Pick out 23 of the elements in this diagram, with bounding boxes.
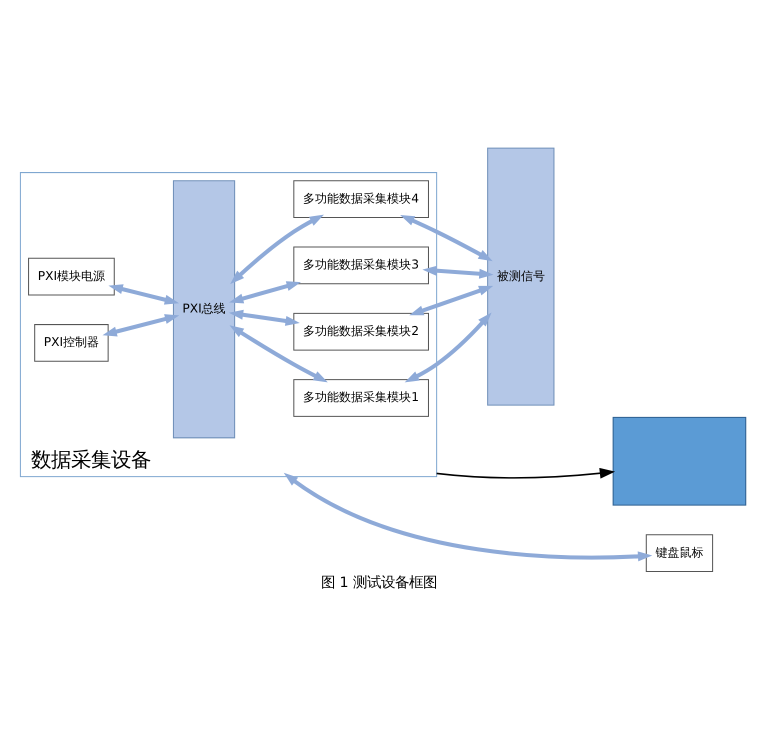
node-box: 被测信号 <box>487 147 554 406</box>
arrow <box>229 280 301 303</box>
caption: 图 1 测试设备框图 <box>320 574 438 590</box>
arrow <box>404 312 492 382</box>
node-box: 多功能数据采集模块1 <box>293 378 429 416</box>
node-box: 多功能数据采集模块3 <box>293 246 429 284</box>
node-box: PXI控制器 <box>34 324 109 362</box>
arrow <box>228 309 300 326</box>
arrow <box>284 472 652 561</box>
arrow <box>230 214 324 284</box>
arrow <box>409 285 494 315</box>
arrow <box>108 284 180 304</box>
arrow <box>422 265 494 278</box>
node-box: 多功能数据采集模块4 <box>293 180 429 218</box>
arrow <box>102 314 180 336</box>
node-box: PXI模块电源 <box>28 257 115 295</box>
node-box: 多功能数据采集模块2 <box>293 312 429 350</box>
node-box <box>612 416 746 506</box>
arrow <box>400 214 493 261</box>
node-box: 键盘鼠标 <box>646 534 714 572</box>
arrow <box>229 324 328 382</box>
arrow <box>436 467 616 478</box>
node-box: PXI总线 <box>172 180 236 438</box>
